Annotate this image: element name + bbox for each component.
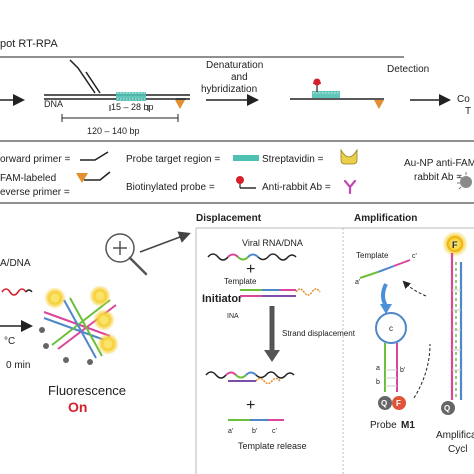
legend-probe-target: Probe target region = (126, 154, 220, 165)
plus-sign-2: + (246, 397, 255, 414)
fam-reverse-primer-tag (175, 100, 185, 109)
probe-id: M1 (401, 420, 415, 431)
on-label: On (68, 399, 87, 415)
displacement-title: Displacement (196, 213, 262, 224)
hybridized-probe (290, 78, 384, 109)
fam-letter-1: F (396, 399, 401, 408)
legend-streptavidin-icon (340, 148, 358, 165)
hairpin-seg-a: a (376, 365, 380, 372)
hairpin-seg-b-prime: b' (400, 367, 405, 374)
plus-sign-1: + (246, 261, 255, 278)
displacement-panel: Displacement Amplification Viral RNA/DNA… (195, 213, 474, 474)
initiator-label: Initiator (202, 293, 243, 305)
strand-displacement-label: Strand displacement (282, 329, 356, 338)
legend-anti-rabbit: Anti-rabbit Ab = (262, 182, 331, 193)
initiator-duplex (240, 288, 321, 297)
viral-strand (207, 253, 297, 261)
panel-a-title: pot RT-RPA (0, 38, 58, 50)
cut-text-1: Co (457, 94, 470, 105)
legend-aunp-line1: Au-NP anti-FAM (404, 158, 474, 169)
legend-anti-rabbit-icon (343, 179, 357, 195)
panel-b-left: A/DNA °C 0 min Fluore (0, 231, 191, 415)
legend-biotin-probe: Biotinylated probe = (126, 182, 215, 193)
quencher-bead (378, 396, 392, 410)
legend-streptavidin: Streptavidin = (262, 154, 324, 165)
legend-forward-primer-icon (80, 151, 109, 161)
cycle-arrow-1 (413, 343, 431, 399)
magnifier-icon (105, 233, 148, 276)
dna-label: DNA (44, 99, 63, 109)
amplification-title: Amplification (354, 213, 417, 224)
dna-duplex (44, 59, 190, 109)
amplicon-size-label: 120 – 140 bp (87, 126, 140, 136)
amplification-panel: Template a' c' c a b' b Q F Probe M1 (355, 231, 474, 455)
rna-label: A/DNA (0, 258, 31, 269)
amp-cycle-line2: Cycl (448, 444, 467, 455)
step-denaturation-line1: Denaturation (206, 60, 263, 71)
time-label: 0 min (6, 360, 30, 371)
hairpin-seg-c: c (389, 324, 393, 333)
panel-a: pot RT-RPA DNA 15 – 28 bp 120 – 140 bp D… (0, 38, 471, 136)
legend-fam-line1: FAM-labeled (0, 173, 56, 184)
temp-label: °C (4, 336, 15, 347)
viral-label: Viral RNA/DNA (242, 238, 303, 248)
seg-b-prime-1: b' (252, 428, 257, 435)
target-size-label: 15 – 28 bp (111, 102, 154, 112)
seg-a-prime-1: a' (228, 428, 233, 435)
amp-seg-a-prime: a' (355, 279, 360, 286)
legend-aunp-icon (457, 172, 472, 190)
blue-arrow (381, 283, 388, 308)
amp-template-label: Template (356, 251, 389, 260)
fluorescence-label: Fluorescence (48, 383, 126, 398)
zoom-arrow (139, 231, 191, 253)
step-denaturation-line3: hybridization (201, 84, 257, 95)
amp-cycle-line1: Amplifica (436, 430, 474, 441)
legend-probe-target-icon (233, 155, 259, 161)
legend-fam-line2: everse primer = (0, 187, 70, 198)
step-detection: Detection (387, 64, 429, 75)
amp-template-strand (359, 259, 411, 279)
hairpin-seg-b: b (376, 379, 380, 386)
fam-bead (392, 396, 406, 410)
probe-label: Probe (370, 420, 397, 431)
template-label: Template (224, 277, 257, 286)
legend-forward-primer: orward primer = (0, 154, 70, 165)
forward-primer-strand (69, 59, 96, 94)
amp-seg-c-prime: c' (412, 253, 417, 260)
probe-target-region (116, 92, 146, 101)
cut-text-2: T (465, 106, 471, 117)
legend: orward primer = Probe target region = St… (0, 140, 474, 204)
hairpin-probe: c (375, 312, 407, 392)
legend-biotin-probe-icon (236, 176, 256, 189)
quencher-letter: Q (381, 399, 387, 408)
seg-c-prime-1: c' (272, 428, 277, 435)
template-release-label: Template release (238, 441, 307, 451)
viral-rna-squiggle (1, 288, 27, 296)
cycle-arrow-2 (402, 280, 427, 297)
ina-label: INA (227, 313, 239, 320)
quencher-letter-2: Q (444, 404, 450, 413)
legend-fam-primer-icon (76, 171, 111, 183)
displaced-strand (205, 371, 295, 385)
fam-letter-2: F (452, 240, 458, 250)
legend-aunp-line2: rabbit Ab = (414, 172, 462, 183)
step-denaturation-line2: and (231, 72, 248, 83)
fluorescence-glows (44, 285, 119, 355)
amplified-duplex: F Q (441, 231, 468, 415)
